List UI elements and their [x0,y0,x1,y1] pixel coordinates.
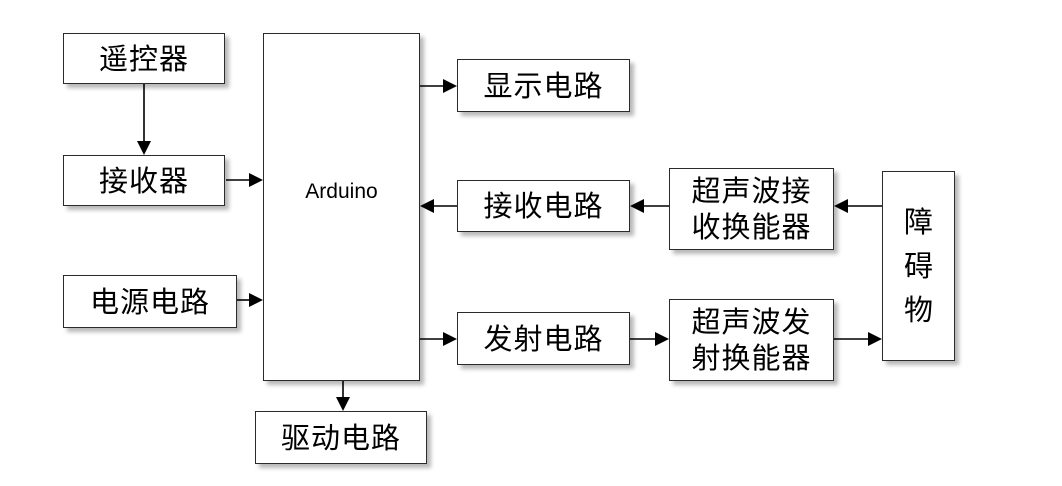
receive-circuit-label: 接收电路 [483,189,604,223]
ultrasonic-receiver-node: 超声波接 收换能器 [669,168,834,250]
arrowhead-recv-circuit-to-arduino [420,199,434,213]
arrowhead-transmit-circuit-to-us-transmitter [655,332,669,346]
ultrasonic-transmitter-label: 超声波发 射换能器 [691,305,812,375]
arrowhead-us-transmitter-to-obstacle [868,332,882,346]
arduino-label: Arduino [305,180,378,203]
arrowhead-arduino-to-transmit-circuit [443,332,457,346]
arrowhead-obstacle-to-us-receiver [834,199,848,213]
transmit-circuit-label: 发射电路 [483,321,604,356]
arrowhead-us-receiver-to-recv-circuit [630,199,644,213]
arrowhead-power-to-arduino [249,293,263,307]
receiver-node: 接收器 [63,155,225,206]
drive-circuit-node: 驱动电路 [255,411,427,464]
drive-circuit-label: 驱动电路 [280,420,401,455]
obstacle-label: 障碍物 [904,205,935,327]
receiver-label: 接收器 [98,163,189,198]
arrowhead-receiver-to-arduino [249,173,263,187]
arrowhead-arduino-to-driver [336,397,350,411]
transmit-circuit-node: 发射电路 [457,312,630,365]
power-circuit-node: 电源电路 [63,275,237,328]
remote-label: 遥控器 [98,41,189,76]
arrowhead-arduino-to-display [443,79,457,93]
ultrasonic-transmitter-node: 超声波发 射换能器 [669,299,834,381]
arrowhead-remote-to-receiver [137,141,151,155]
ultrasonic-receiver-label: 超声波接 收换能器 [691,174,812,244]
display-circuit-node: 显示电路 [457,59,630,112]
receive-circuit-node: 接收电路 [457,180,630,232]
power-circuit-label: 电源电路 [89,284,210,319]
obstacle-node: 障碍物 [882,171,955,361]
remote-node: 遥控器 [63,33,225,84]
arduino-node: Arduino [263,33,420,381]
display-circuit-label: 显示电路 [483,68,604,103]
